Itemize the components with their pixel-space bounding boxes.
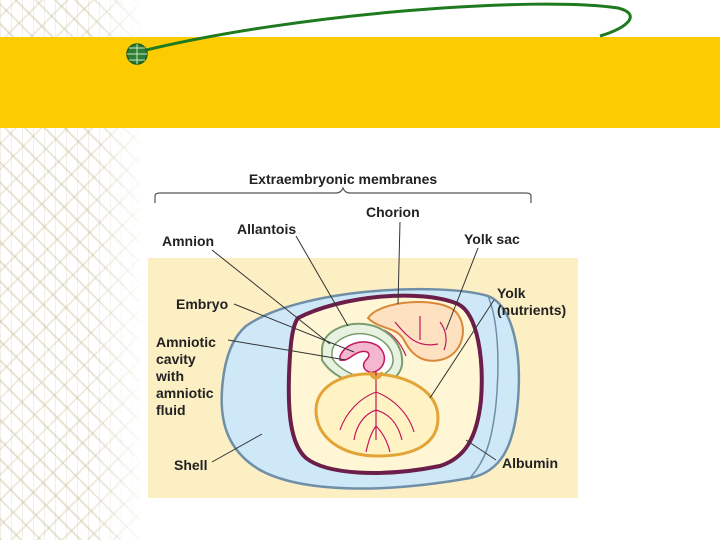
globe-bullet-icon	[127, 44, 147, 64]
label-amniotic-cavity-2: cavity	[156, 351, 196, 367]
membranes-bracket	[155, 188, 531, 203]
label-amnion: Amnion	[162, 233, 214, 249]
label-allantois: Allantois	[237, 221, 296, 237]
label-chorion: Chorion	[366, 204, 420, 220]
label-yolk-nutrients: (nutrients)	[497, 302, 566, 318]
label-embryo: Embryo	[176, 296, 228, 312]
bracket-label: Extraembryonic membranes	[249, 171, 438, 187]
label-shell: Shell	[174, 457, 207, 473]
green-swoosh	[138, 4, 630, 52]
label-amniotic-cavity-5: fluid	[156, 402, 186, 418]
label-amniotic-cavity-1: Amniotic	[156, 334, 216, 350]
label-albumin: Albumin	[502, 455, 558, 471]
label-amniotic-cavity-3: with	[155, 368, 184, 384]
label-amniotic-cavity-4: amniotic	[156, 385, 214, 401]
yolk-sac	[316, 374, 438, 456]
label-yolk: Yolk	[497, 285, 526, 301]
label-yolk-sac: Yolk sac	[464, 231, 520, 247]
